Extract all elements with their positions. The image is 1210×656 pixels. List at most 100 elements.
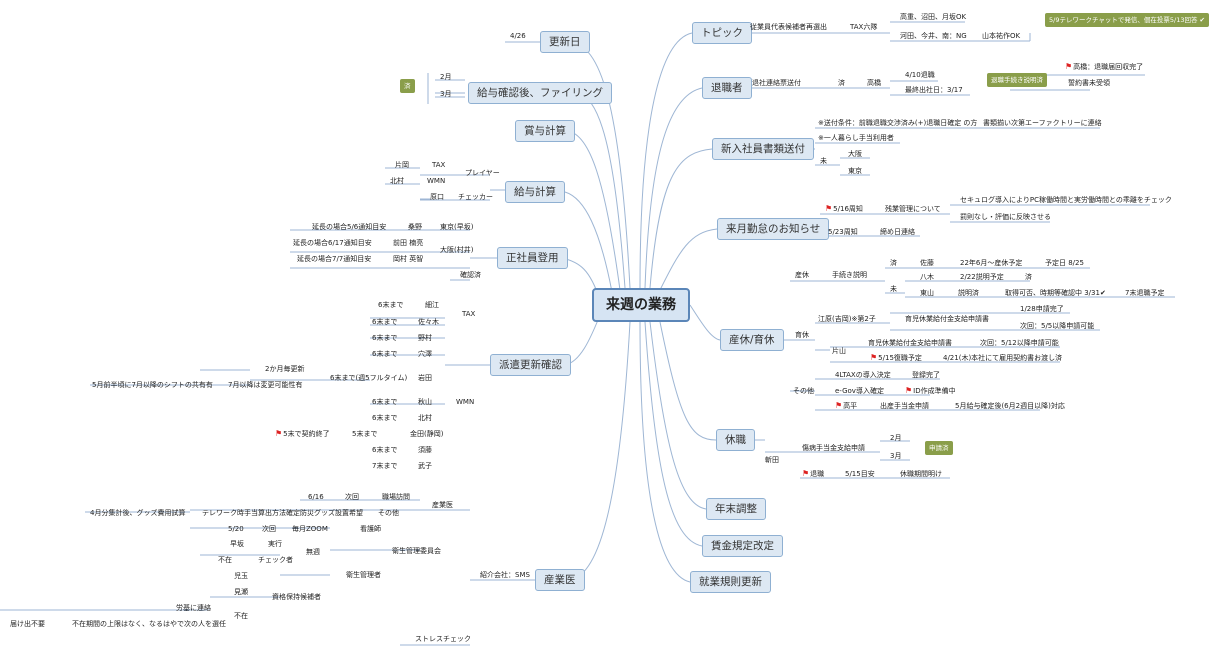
occmed-item: 5/20 [228,525,244,533]
newhire-item: 書類揃い次第エーファクトリーに連絡 [983,119,1102,127]
occmed-item: 産業医 [432,501,453,509]
leave-item: 斬田 [765,456,779,464]
occmed-item: 実行 [268,540,282,548]
salary-item: 2月 [440,73,452,81]
topic-node[interactable]: トピック [692,22,752,44]
occmed-item: 紹介会社：SMS [480,571,530,579]
payroll-item: 片岡 [395,161,409,169]
maternity-node[interactable]: 産休/育休 [720,329,784,351]
maternity-item: 済 [1025,273,1032,281]
maternity-item: ⚑ID作成準備中 [905,386,956,395]
newhire-node[interactable]: 新入社員書類送付 [712,138,814,160]
maternity-item: 佐藤 [920,259,934,267]
yearend-node[interactable]: 年末調整 [706,498,766,520]
newhire-item: 大阪 [848,150,862,158]
leave-item: 2月 [890,434,902,442]
update-node[interactable]: 更新日 [540,31,590,53]
resign-item: 誓約書未受領 [1068,79,1110,87]
payroll-item: 原口 [430,193,444,201]
flag-icon: ⚑ [870,353,878,362]
occmed-item: チェック者 [258,556,293,564]
dispatch-item: 5末まで [352,430,378,438]
dispatch-item: 佐々木 [418,318,439,326]
occmed-node[interactable]: 産業医 [535,569,585,591]
leave-item: 3月 [890,452,902,460]
leave-item: 休職期間明け [900,470,942,478]
occmed-item: 毎月ZOOM [292,525,328,533]
leave-item: 5/15目安 [845,470,875,478]
maternity-item: 産休 [795,271,809,279]
occmed-item: 衛生管理者 [346,571,381,579]
occmed-item: 児玉 [234,572,248,580]
maternity-item: 次回：5/12以降申請可能 [980,339,1059,347]
rules-node[interactable]: 就業規則更新 [690,571,771,593]
topic-item: 高重、沼田、月坂OK [900,13,967,21]
maternity-item: 育休 [795,331,809,339]
dispatch-item: 6末まで [372,350,398,358]
maternity-item: 育児休業給付金支給申請書 [868,339,952,347]
dispatch-item: TAX [462,310,476,318]
dispatch-item: 6末まで [372,398,398,406]
topic-note: 5/9テレワークチャットで発信、個在投票5/13回答 ✔ [1045,13,1210,27]
occmed-item: テレワーク時手当算出方法確定 [202,509,300,517]
flag-icon: ⚑ [1065,62,1073,71]
resign-item: 退社連絡票送付 [752,79,801,87]
occmed-item: 不在 [234,612,248,620]
occmed-item: 防災グッズ設置希望 [300,509,363,517]
maternity-item: 7末退職予定 [1125,289,1165,297]
occmed-item: ストレスチェック [415,635,471,643]
payroll-item: チェッカー [458,193,493,201]
maternity-item: 江原(吉岡)※第2子 [818,315,876,323]
maternity-item: 1/28申請完了 [1020,305,1064,313]
occmed-item: 看護師 [360,525,381,533]
resign-node[interactable]: 退職者 [702,77,752,99]
leave-note: 申請済 [925,441,953,455]
dispatch-item: 秋山 [418,398,432,406]
maternity-item: 説明済 [958,289,979,297]
newhire-item: ※送付条件：前職退職交渉済み(+)退職日確定 の方 [818,119,978,127]
payroll-item: プレイヤー [465,169,500,177]
nextmonth-item: 5/23周知 [828,228,858,236]
resign-note: 退職手続き説明済 [987,73,1047,87]
dispatch-item: 6末まで [372,446,398,454]
topic-item: 河田、今井、南：NG [900,32,967,40]
maternity-item: 予定日 8/25 [1045,259,1084,267]
dispatch-item: 細江 [425,301,439,309]
topic-item: TAX六隊 [850,23,878,31]
dispatch-item: ⚑5末で契約終了 [275,429,330,438]
maternity-item: ⚑高平 [835,401,858,410]
fulltime-item: 延長の場合6/17通知目安 [293,239,372,247]
dispatch-item: 穴澤 [418,350,432,358]
occmed-item: 次回 [345,493,359,501]
maternity-item: 未 [890,285,897,293]
dispatch-item: 6末まで [372,318,398,326]
bonus-node[interactable]: 賞与計算 [515,120,575,142]
wage-node[interactable]: 賃金規定改定 [702,535,783,557]
flag-icon: ⚑ [825,204,833,213]
fulltime-item: 桑野 [408,223,422,231]
dispatch-item: 6末まで [372,414,398,422]
occmed-item: 見瀬 [234,588,248,596]
occmed-item: 届け出不要 [10,620,45,628]
dispatch-node[interactable]: 派遣更新確認 [490,354,571,376]
nextmonth-node[interactable]: 来月勤怠のお知らせ [717,218,830,240]
maternity-item: 東山 [920,289,934,297]
occmed-item: 4月分集計後、グッズ費用試算 [90,509,186,517]
payroll-node[interactable]: 給与計算 [505,181,565,203]
resign-item: ⚑高橋：退職届回収完了 [1065,62,1144,71]
occmed-item: 衛生管理委員会 [392,547,441,555]
maternity-item: 八木 [920,273,934,281]
root-topic[interactable]: 来週の業務 [592,288,690,322]
payroll-item: WMN [427,177,446,185]
fulltime-item: 前田 楠亮 [393,239,424,247]
newhire-item: 未 [820,157,827,165]
salary-check-node[interactable]: 給与確認後、ファイリング [468,82,612,104]
nextmonth-item: セキュログ導入によりPC稼働時間と実労働時間との乖離をチェック [960,196,1172,204]
occmed-item: 次回 [262,525,276,533]
resign-item: 4/10退職 [905,71,935,79]
dispatch-item: 武子 [418,462,432,470]
occmed-item: 不在 [218,556,232,564]
flag-icon: ⚑ [905,386,913,395]
leave-node[interactable]: 休職 [716,429,755,451]
fulltime-node[interactable]: 正社員登用 [497,247,568,269]
